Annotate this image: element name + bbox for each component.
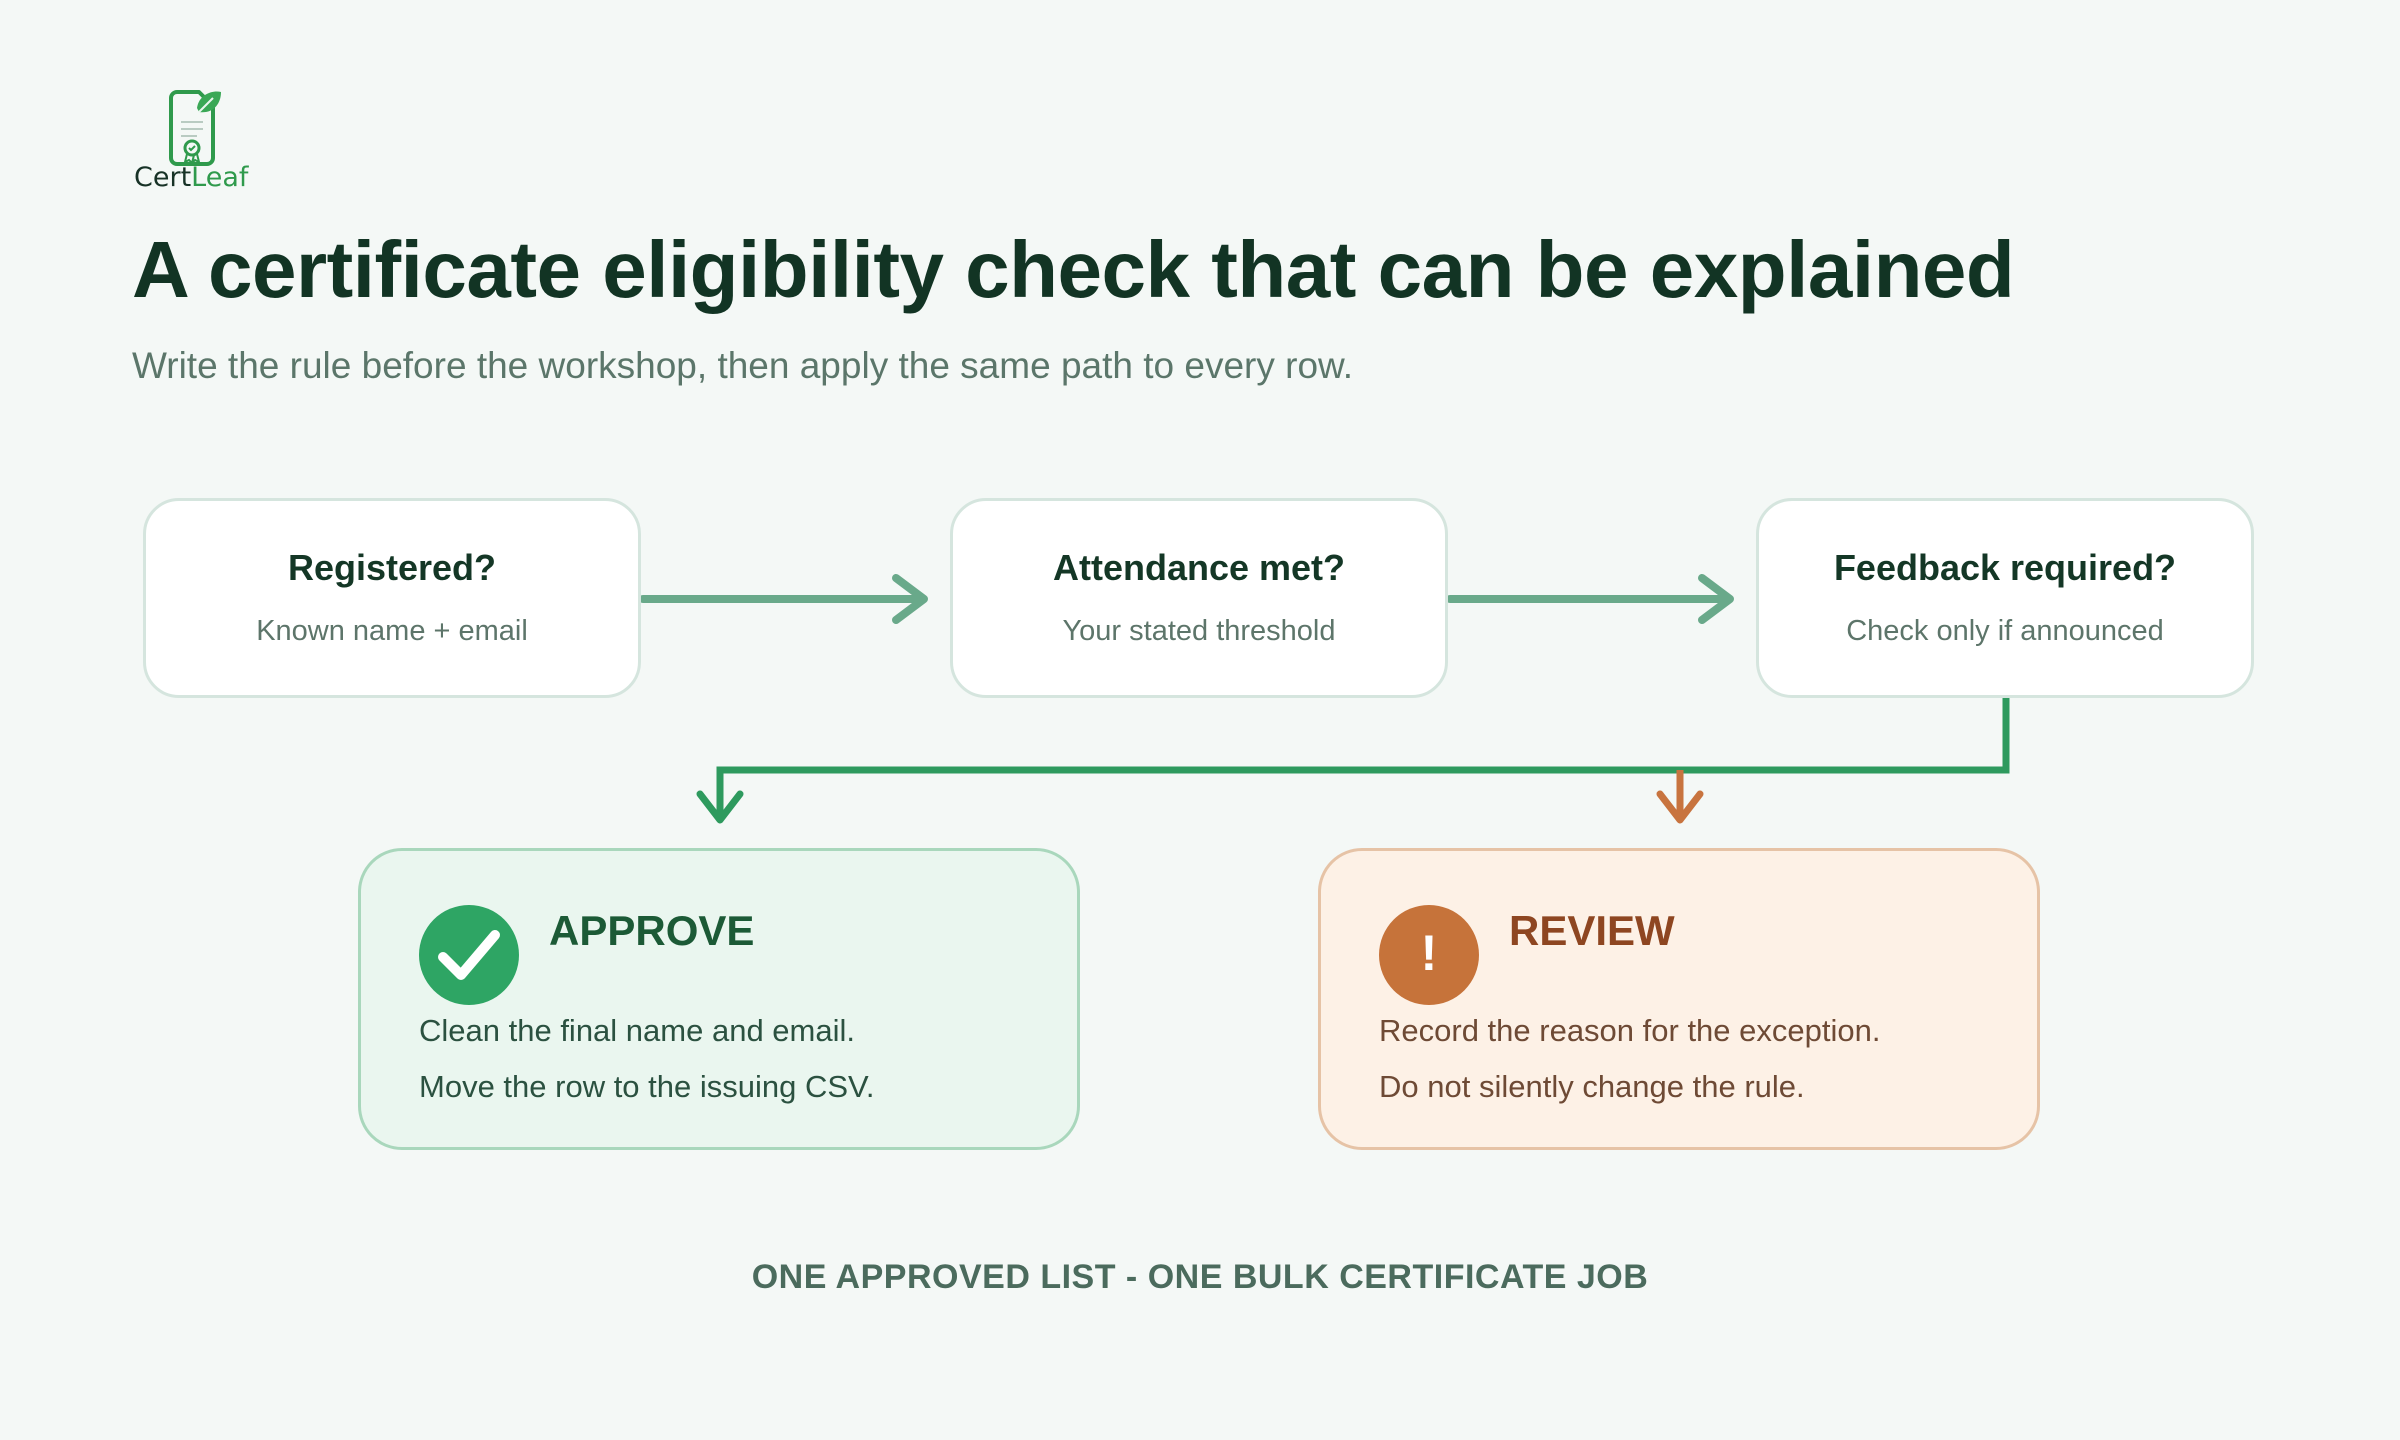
review-card: ! REVIEW Record the reason for the excep…: [1318, 848, 2040, 1150]
review-line: Do not silently change the rule.: [1379, 1069, 1805, 1104]
page-title: A certificate eligibility check that can…: [132, 225, 2015, 314]
step-subtitle: Your stated threshold: [1062, 615, 1336, 647]
step-title: Feedback required?: [1833, 547, 2177, 588]
brand-name: CertLeaf: [134, 164, 248, 191]
approve-badge: [419, 905, 519, 1005]
approve-line: Move the row to the issuing CSV.: [419, 1069, 875, 1104]
arrowhead-review: [1656, 790, 1704, 824]
review-badge: !: [1379, 905, 1479, 1005]
approve-line: Clean the final name and email.: [419, 1013, 855, 1048]
step-feedback: Feedback required? Check only if announc…: [1756, 498, 2254, 698]
approve-title: APPROVE: [549, 907, 755, 954]
step-title: Attendance met?: [1052, 547, 1346, 588]
step-attendance: Attendance met? Your stated threshold: [950, 498, 1448, 698]
logo: CertLeaf: [132, 86, 262, 198]
review-line: Record the reason for the exception.: [1379, 1013, 1881, 1048]
arrow-step2-to-step3: [1446, 574, 1734, 624]
review-title: REVIEW: [1509, 907, 1675, 954]
step-subtitle: Check only if announced: [1846, 615, 2164, 647]
exclamation-icon: !: [1420, 925, 1438, 981]
brand-name-part2: Leaf: [191, 162, 249, 193]
footer-caption: ONE APPROVED LIST - ONE BULK CERTIFICATE…: [751, 1258, 1649, 1296]
arrowhead-approve: [696, 790, 744, 824]
certificate-leaf-icon: [169, 90, 221, 166]
step-subtitle: Known name + email: [256, 615, 528, 647]
approve-card: APPROVE Clean the final name and email. …: [358, 848, 1080, 1150]
branch-connector: [716, 698, 2010, 820]
brand-name-part1: Cert: [134, 162, 192, 193]
checkmark-icon: [438, 930, 500, 980]
page-subtitle: Write the rule before the workshop, then…: [132, 345, 1353, 386]
step-title: Registered?: [287, 547, 497, 588]
step-registered: Registered? Known name + email: [143, 498, 641, 698]
arrow-step1-to-step2: [639, 574, 928, 624]
